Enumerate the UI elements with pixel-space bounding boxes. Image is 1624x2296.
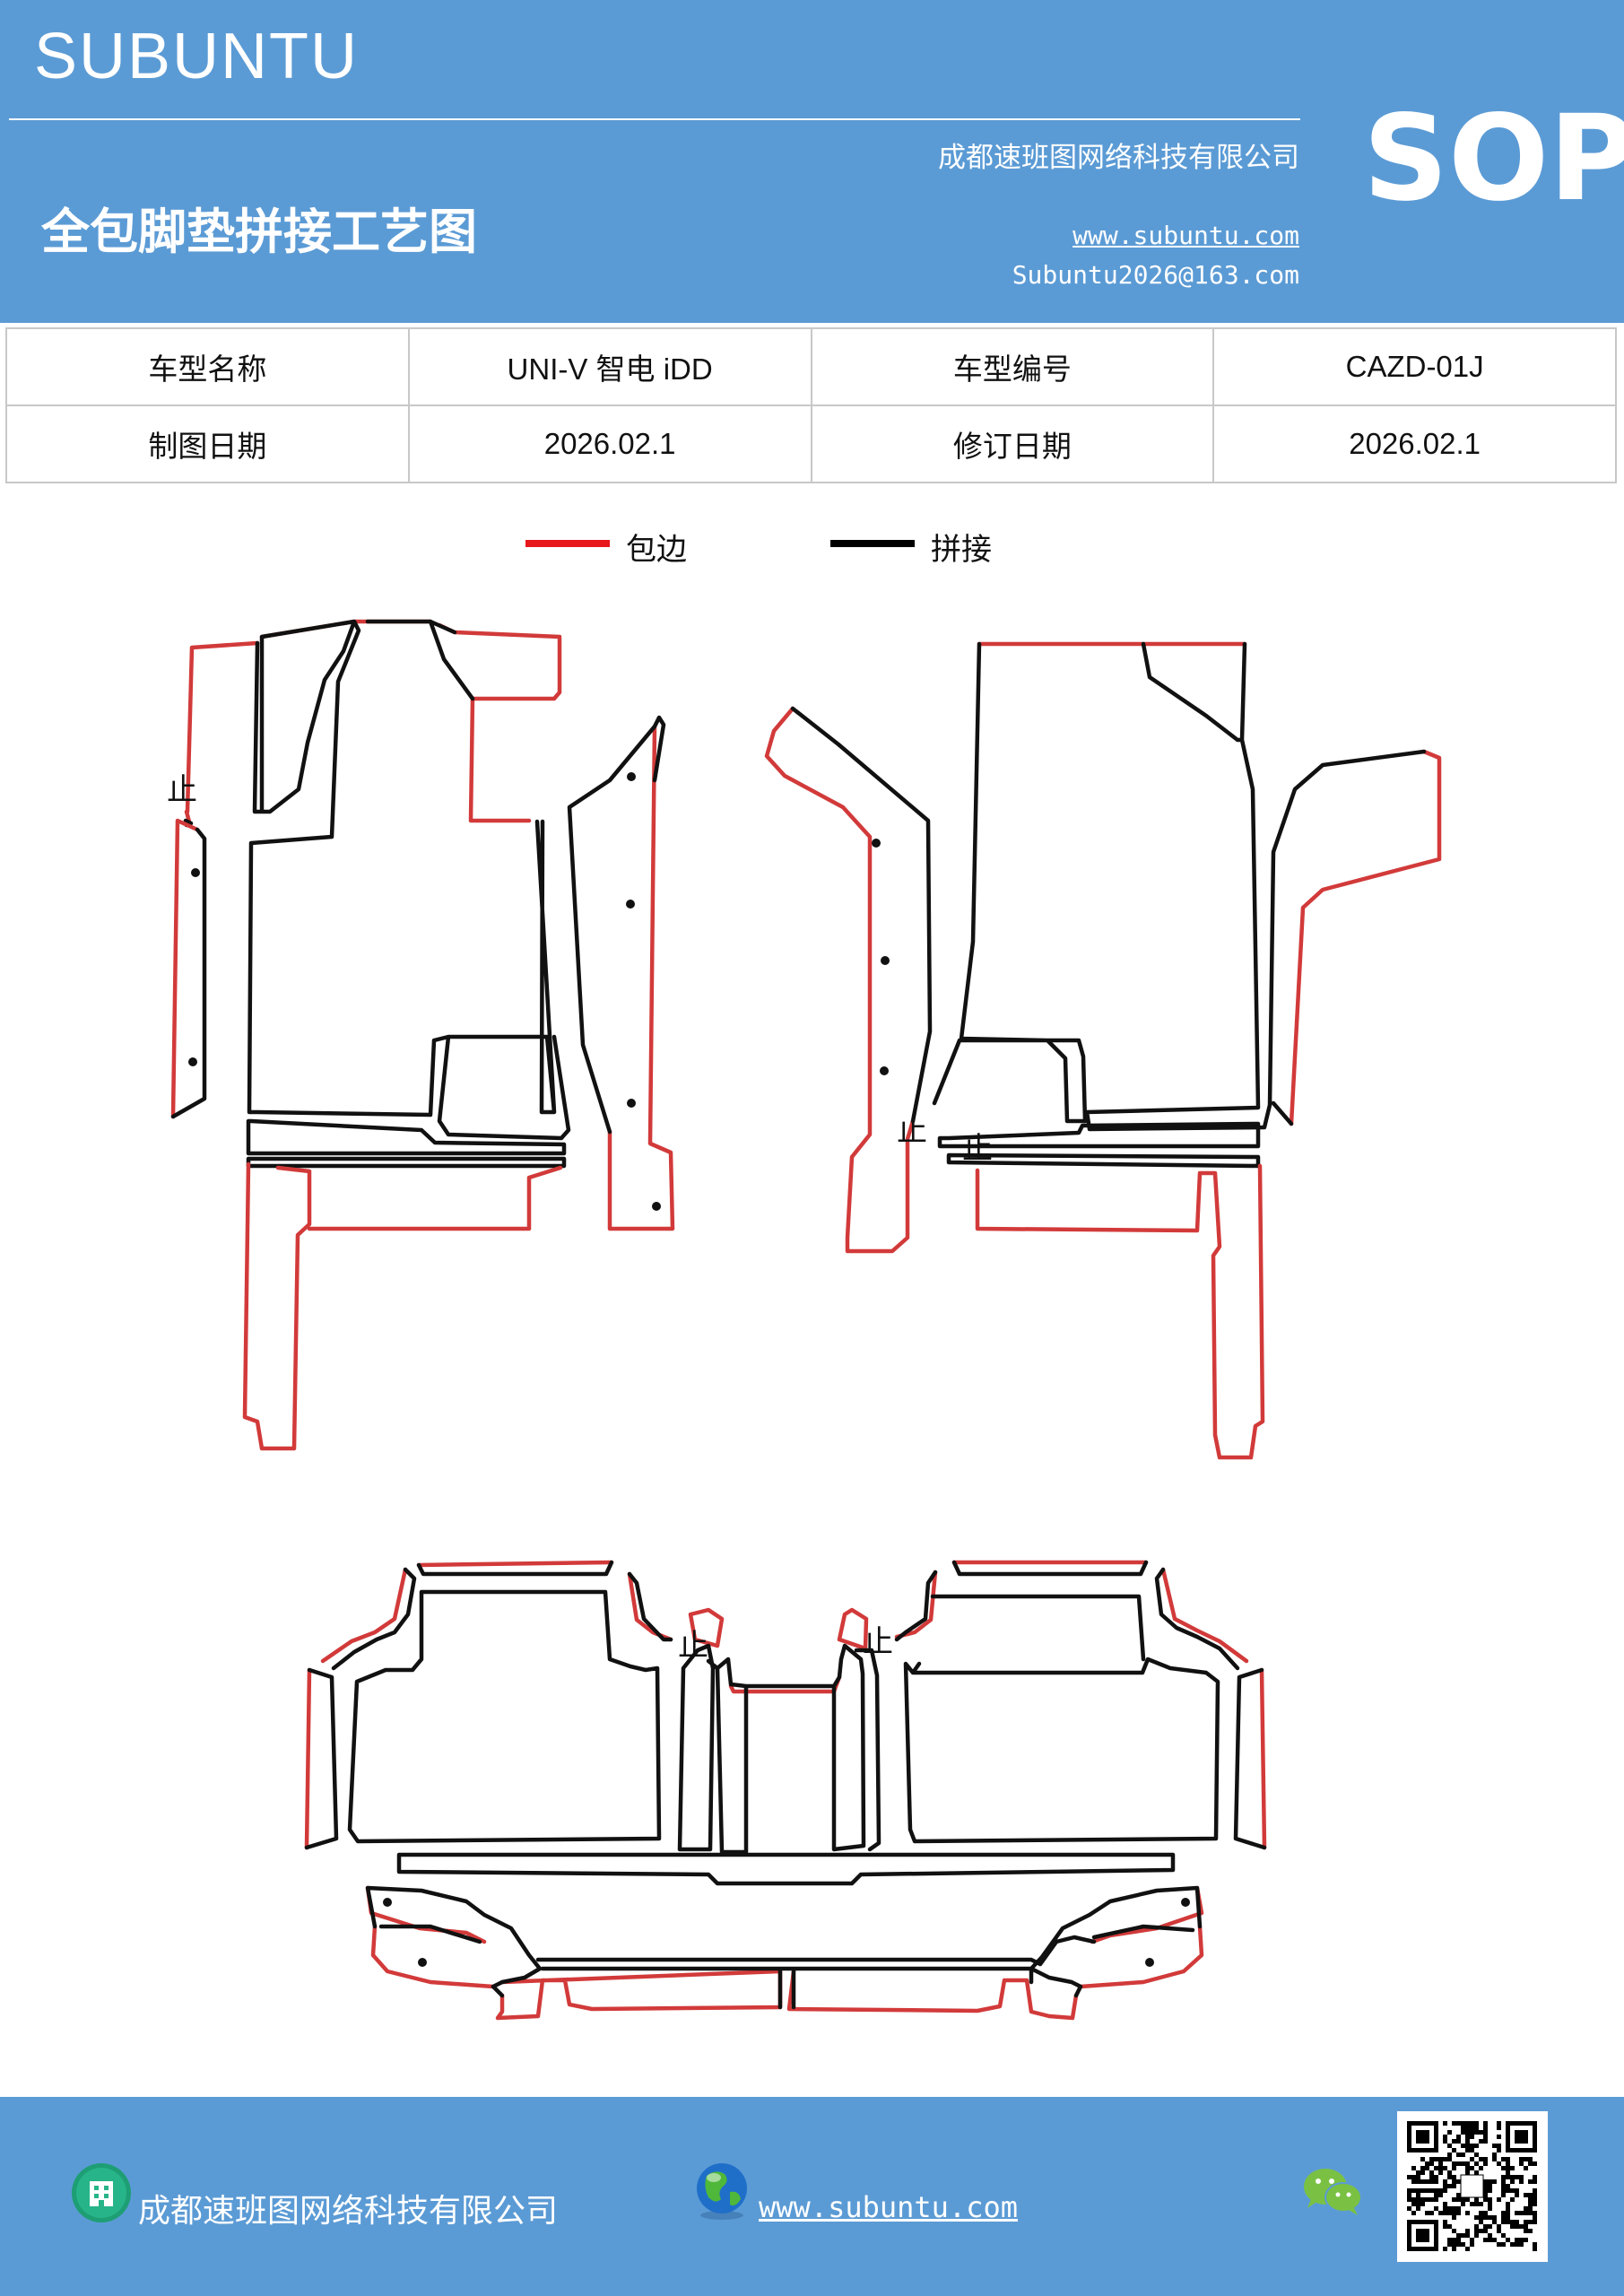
table-row: 制图日期 2026.02.1 修订日期 2026.02.1 xyxy=(5,404,1617,483)
rear-mat-bottom-edges xyxy=(365,1885,1204,2021)
hole-dot xyxy=(383,1898,392,1907)
front-left-side-strip xyxy=(170,818,200,1119)
vehicle-info-table: 车型名称 UNI-V 智电 iDD 车型编号 CAZD-01J 制图日期 202… xyxy=(5,327,1617,483)
qr-code-icon xyxy=(1397,2111,1548,2262)
front-left-heel-strip xyxy=(242,1161,563,1451)
rear-mat xyxy=(304,1560,1267,2021)
sop-badge: SOP xyxy=(1363,90,1624,228)
footer-website-link[interactable]: www.subuntu.com xyxy=(759,2190,1018,2224)
rear-mat-top-edges xyxy=(320,1560,1249,1694)
legend-swatch-seam xyxy=(830,540,915,547)
model-name-value: UNI-V 智电 iDD xyxy=(407,327,812,406)
front-left-side-strip-seam xyxy=(170,827,207,1119)
legend-label-seam: 拼接 xyxy=(931,532,992,568)
model-name-label: 车型名称 xyxy=(5,327,410,406)
hole-dot xyxy=(872,839,881,848)
stop-mark: 止 xyxy=(897,1113,927,1149)
revision-date-label: 修订日期 xyxy=(810,404,1215,483)
floor-mat-diagram: 止 止 止 止 止 xyxy=(167,619,1442,2021)
model-code-label: 车型编号 xyxy=(810,327,1215,406)
hole-dot xyxy=(627,1099,636,1108)
hole-dot xyxy=(880,1066,889,1075)
hole-dot xyxy=(652,1202,661,1211)
revision-date-value: 2026.02.1 xyxy=(1212,404,1617,483)
wechat-icon xyxy=(1304,2169,1362,2215)
front-left-mat xyxy=(183,619,571,1141)
front-right-mat xyxy=(932,641,1442,1132)
document-title: 全包脚垫拼接工艺图 xyxy=(41,203,477,260)
company-name: 成都速班图网络科技有限公司 xyxy=(938,142,1299,174)
rear-mat-lower-bar xyxy=(396,1852,1176,1886)
hole-dot xyxy=(418,1958,427,1967)
email-address: Subuntu2026@163.com xyxy=(1012,260,1299,290)
front-left-pillar xyxy=(607,724,675,1231)
legend-swatch-edge xyxy=(525,540,610,547)
hole-dot xyxy=(188,1057,197,1066)
header-banner: SUBUNTU 成都速班图网络科技有限公司 全包脚垫拼接工艺图 www.subu… xyxy=(0,0,1624,323)
stop-mark: 止 xyxy=(167,772,197,808)
front-right-pillar xyxy=(764,706,916,1254)
stop-mark: 止 xyxy=(678,1628,708,1664)
legend-label-edge: 包边 xyxy=(626,532,687,568)
hole-dot xyxy=(881,956,890,965)
hole-dot xyxy=(627,772,636,781)
rear-mat-seams xyxy=(331,1560,1240,1855)
hole-dot xyxy=(1181,1898,1190,1907)
draw-date-value: 2026.02.1 xyxy=(407,404,812,483)
mounting-holes xyxy=(188,772,1190,1967)
model-code-value: CAZD-01J xyxy=(1212,327,1617,406)
rear-mat-side-strips xyxy=(304,1667,1267,1850)
table-row: 车型名称 UNI-V 智电 iDD 车型编号 CAZD-01J xyxy=(5,327,1617,406)
front-left-mat-edge xyxy=(184,619,562,828)
stop-mark: 止 xyxy=(962,1131,993,1167)
website-link[interactable]: www.subuntu.com xyxy=(1073,221,1299,250)
hole-dot xyxy=(626,900,635,909)
footer-banner: 成都速班图网络科技有限公司 www.subuntu.com xyxy=(0,2097,1624,2296)
building-icon xyxy=(72,2163,131,2222)
rear-mat-side-strips-seam xyxy=(304,1667,1267,1850)
front-right-mat-seam xyxy=(932,641,1427,1132)
draw-date-label: 制图日期 xyxy=(5,404,410,483)
hole-dot xyxy=(1145,1958,1154,1967)
globe-icon xyxy=(697,2163,747,2220)
front-left-pillar-seam xyxy=(567,715,666,1135)
footer-company-name: 成都速班图网络科技有限公司 xyxy=(138,2193,559,2230)
front-right-pillar-seam xyxy=(790,706,933,1124)
stop-mark: 止 xyxy=(863,1624,893,1660)
rear-mat-bottom-seams xyxy=(365,1885,1203,2010)
front-right-heel-strip xyxy=(975,1163,1265,1460)
front-right-mat-edge xyxy=(977,641,1442,1126)
brand-name: SUBUNTU xyxy=(34,21,360,92)
header-divider xyxy=(9,118,1300,120)
front-left-mat-seam xyxy=(183,619,571,1141)
front-left-bottom-bar xyxy=(246,1118,567,1169)
hole-dot xyxy=(191,868,200,877)
